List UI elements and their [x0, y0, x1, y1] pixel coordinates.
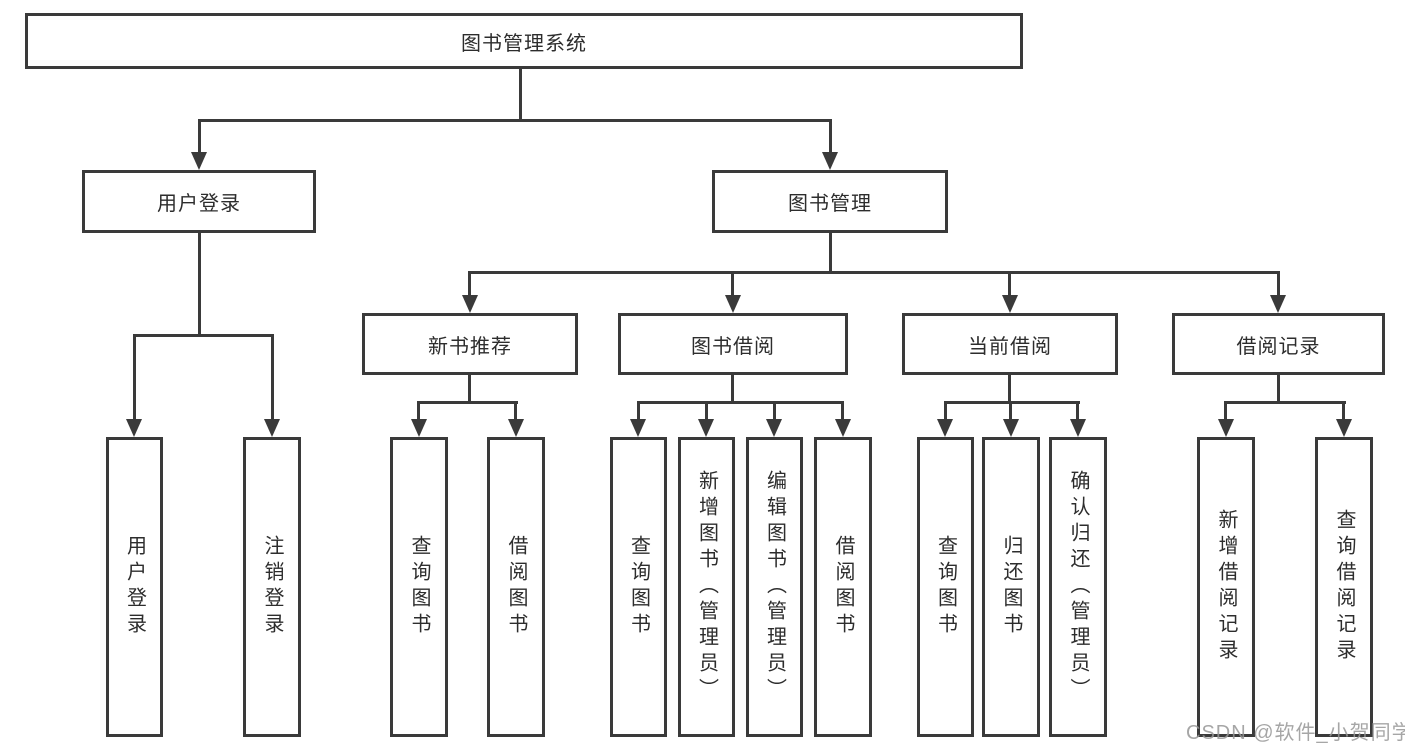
- connector-line: [468, 271, 471, 296]
- arrowhead-icon: [1003, 419, 1019, 437]
- connector-line: [705, 401, 708, 420]
- node-label: 当前借阅: [968, 335, 1052, 358]
- node-label: 图书管理系统: [461, 32, 587, 55]
- leaf-query-borrow-record: 查询借阅记录: [1315, 437, 1373, 737]
- arrowhead-icon: [1270, 295, 1286, 313]
- leaf-label: 查询图书: [627, 535, 650, 639]
- connector-line: [944, 401, 1080, 404]
- connector-line: [829, 119, 832, 153]
- node-label: 新书推荐: [428, 335, 512, 358]
- connector-line: [198, 233, 201, 336]
- connector-line: [773, 401, 776, 420]
- node-label: 用户登录: [157, 193, 241, 215]
- leaf-query-books-recommend: 查询图书: [390, 437, 448, 737]
- arrowhead-icon: [462, 295, 478, 313]
- leaf-label: 借阅图书: [832, 535, 854, 639]
- leaf-label: 确认归还（管理员）: [1067, 470, 1089, 704]
- connector-line: [198, 119, 201, 153]
- connector-line: [829, 233, 832, 273]
- leaf-label: 查询图书: [934, 535, 957, 639]
- leaf-label: 注销登录: [261, 535, 283, 639]
- csdn-watermark: CSDN @软件_小贺同学: [1186, 722, 1405, 744]
- connector-line: [841, 401, 844, 420]
- connector-line: [417, 401, 420, 420]
- arrowhead-icon: [698, 419, 714, 437]
- node-new-book-recommend: 新书推荐: [362, 313, 578, 375]
- leaf-label: 新增借阅记录: [1215, 509, 1237, 665]
- connector-line: [1008, 271, 1011, 296]
- node-root-library-system: 图书管理系统: [25, 13, 1023, 69]
- arrowhead-icon: [1070, 419, 1086, 437]
- connector-line: [1008, 375, 1011, 403]
- leaf-return-books: 归还图书: [982, 437, 1040, 737]
- connector-line: [271, 334, 274, 420]
- arrowhead-icon: [725, 295, 741, 313]
- leaf-query-books-current: 查询图书: [917, 437, 974, 737]
- arrowhead-icon: [126, 419, 142, 437]
- leaf-edit-book-admin: 编辑图书（管理员）: [746, 437, 803, 737]
- leaf-label: 编辑图书（管理员）: [763, 470, 786, 704]
- node-book-borrowing: 图书借阅: [618, 313, 848, 375]
- connector-line: [1224, 401, 1227, 420]
- node-label: 借阅记录: [1236, 335, 1321, 358]
- connector-line: [637, 401, 640, 420]
- leaf-label: 查询图书: [408, 535, 430, 639]
- connector-line: [1277, 271, 1280, 296]
- arrowhead-icon: [1218, 419, 1234, 437]
- connector-line: [133, 334, 136, 420]
- connector-line: [133, 334, 273, 337]
- leaf-label: 新增图书（管理员）: [695, 470, 718, 704]
- leaf-borrow-books-recommend: 借阅图书: [487, 437, 545, 737]
- connector-line: [637, 401, 844, 404]
- leaf-confirm-return-admin: 确认归还（管理员）: [1049, 437, 1107, 737]
- connector-line: [1076, 401, 1079, 420]
- node-book-management: 图书管理: [712, 170, 948, 233]
- connector-line: [944, 401, 947, 420]
- connector-line: [1342, 401, 1345, 420]
- connector-line: [468, 271, 1280, 274]
- arrowhead-icon: [1336, 419, 1352, 437]
- connector-line: [417, 401, 518, 404]
- connector-line: [519, 69, 522, 120]
- connector-line: [731, 375, 734, 403]
- connector-line: [1224, 401, 1346, 404]
- arrowhead-icon: [1002, 295, 1018, 313]
- leaf-query-books-borrowing: 查询图书: [610, 437, 667, 737]
- arrowhead-icon: [264, 419, 280, 437]
- leaf-borrow-books-borrowing: 借阅图书: [814, 437, 872, 737]
- arrowhead-icon: [835, 419, 851, 437]
- connector-line: [1277, 375, 1280, 403]
- node-label: 图书管理: [788, 193, 872, 215]
- arrowhead-icon: [191, 152, 207, 170]
- arrowhead-icon: [411, 419, 427, 437]
- node-label: 图书借阅: [691, 335, 775, 358]
- leaf-label: 归还图书: [1000, 535, 1022, 639]
- connector-line: [731, 271, 734, 296]
- leaf-add-book-admin: 新增图书（管理员）: [678, 437, 735, 737]
- connector-line: [468, 375, 471, 403]
- leaf-user-login: 用户登录: [106, 437, 163, 737]
- leaf-add-borrow-record: 新增借阅记录: [1197, 437, 1255, 737]
- arrowhead-icon: [822, 152, 838, 170]
- leaf-label: 借阅图书: [505, 535, 527, 639]
- connector-line: [1009, 401, 1012, 420]
- leaf-logout: 注销登录: [243, 437, 301, 737]
- node-current-borrowing: 当前借阅: [902, 313, 1118, 375]
- connector-line: [514, 401, 517, 420]
- leaf-label: 用户登录: [123, 535, 146, 639]
- leaf-label: 查询借阅记录: [1333, 509, 1355, 665]
- arrowhead-icon: [766, 419, 782, 437]
- connector-line: [198, 119, 832, 122]
- arrowhead-icon: [630, 419, 646, 437]
- arrowhead-icon: [508, 419, 524, 437]
- node-borrowing-records: 借阅记录: [1172, 313, 1385, 375]
- arrowhead-icon: [937, 419, 953, 437]
- node-user-login: 用户登录: [82, 170, 316, 233]
